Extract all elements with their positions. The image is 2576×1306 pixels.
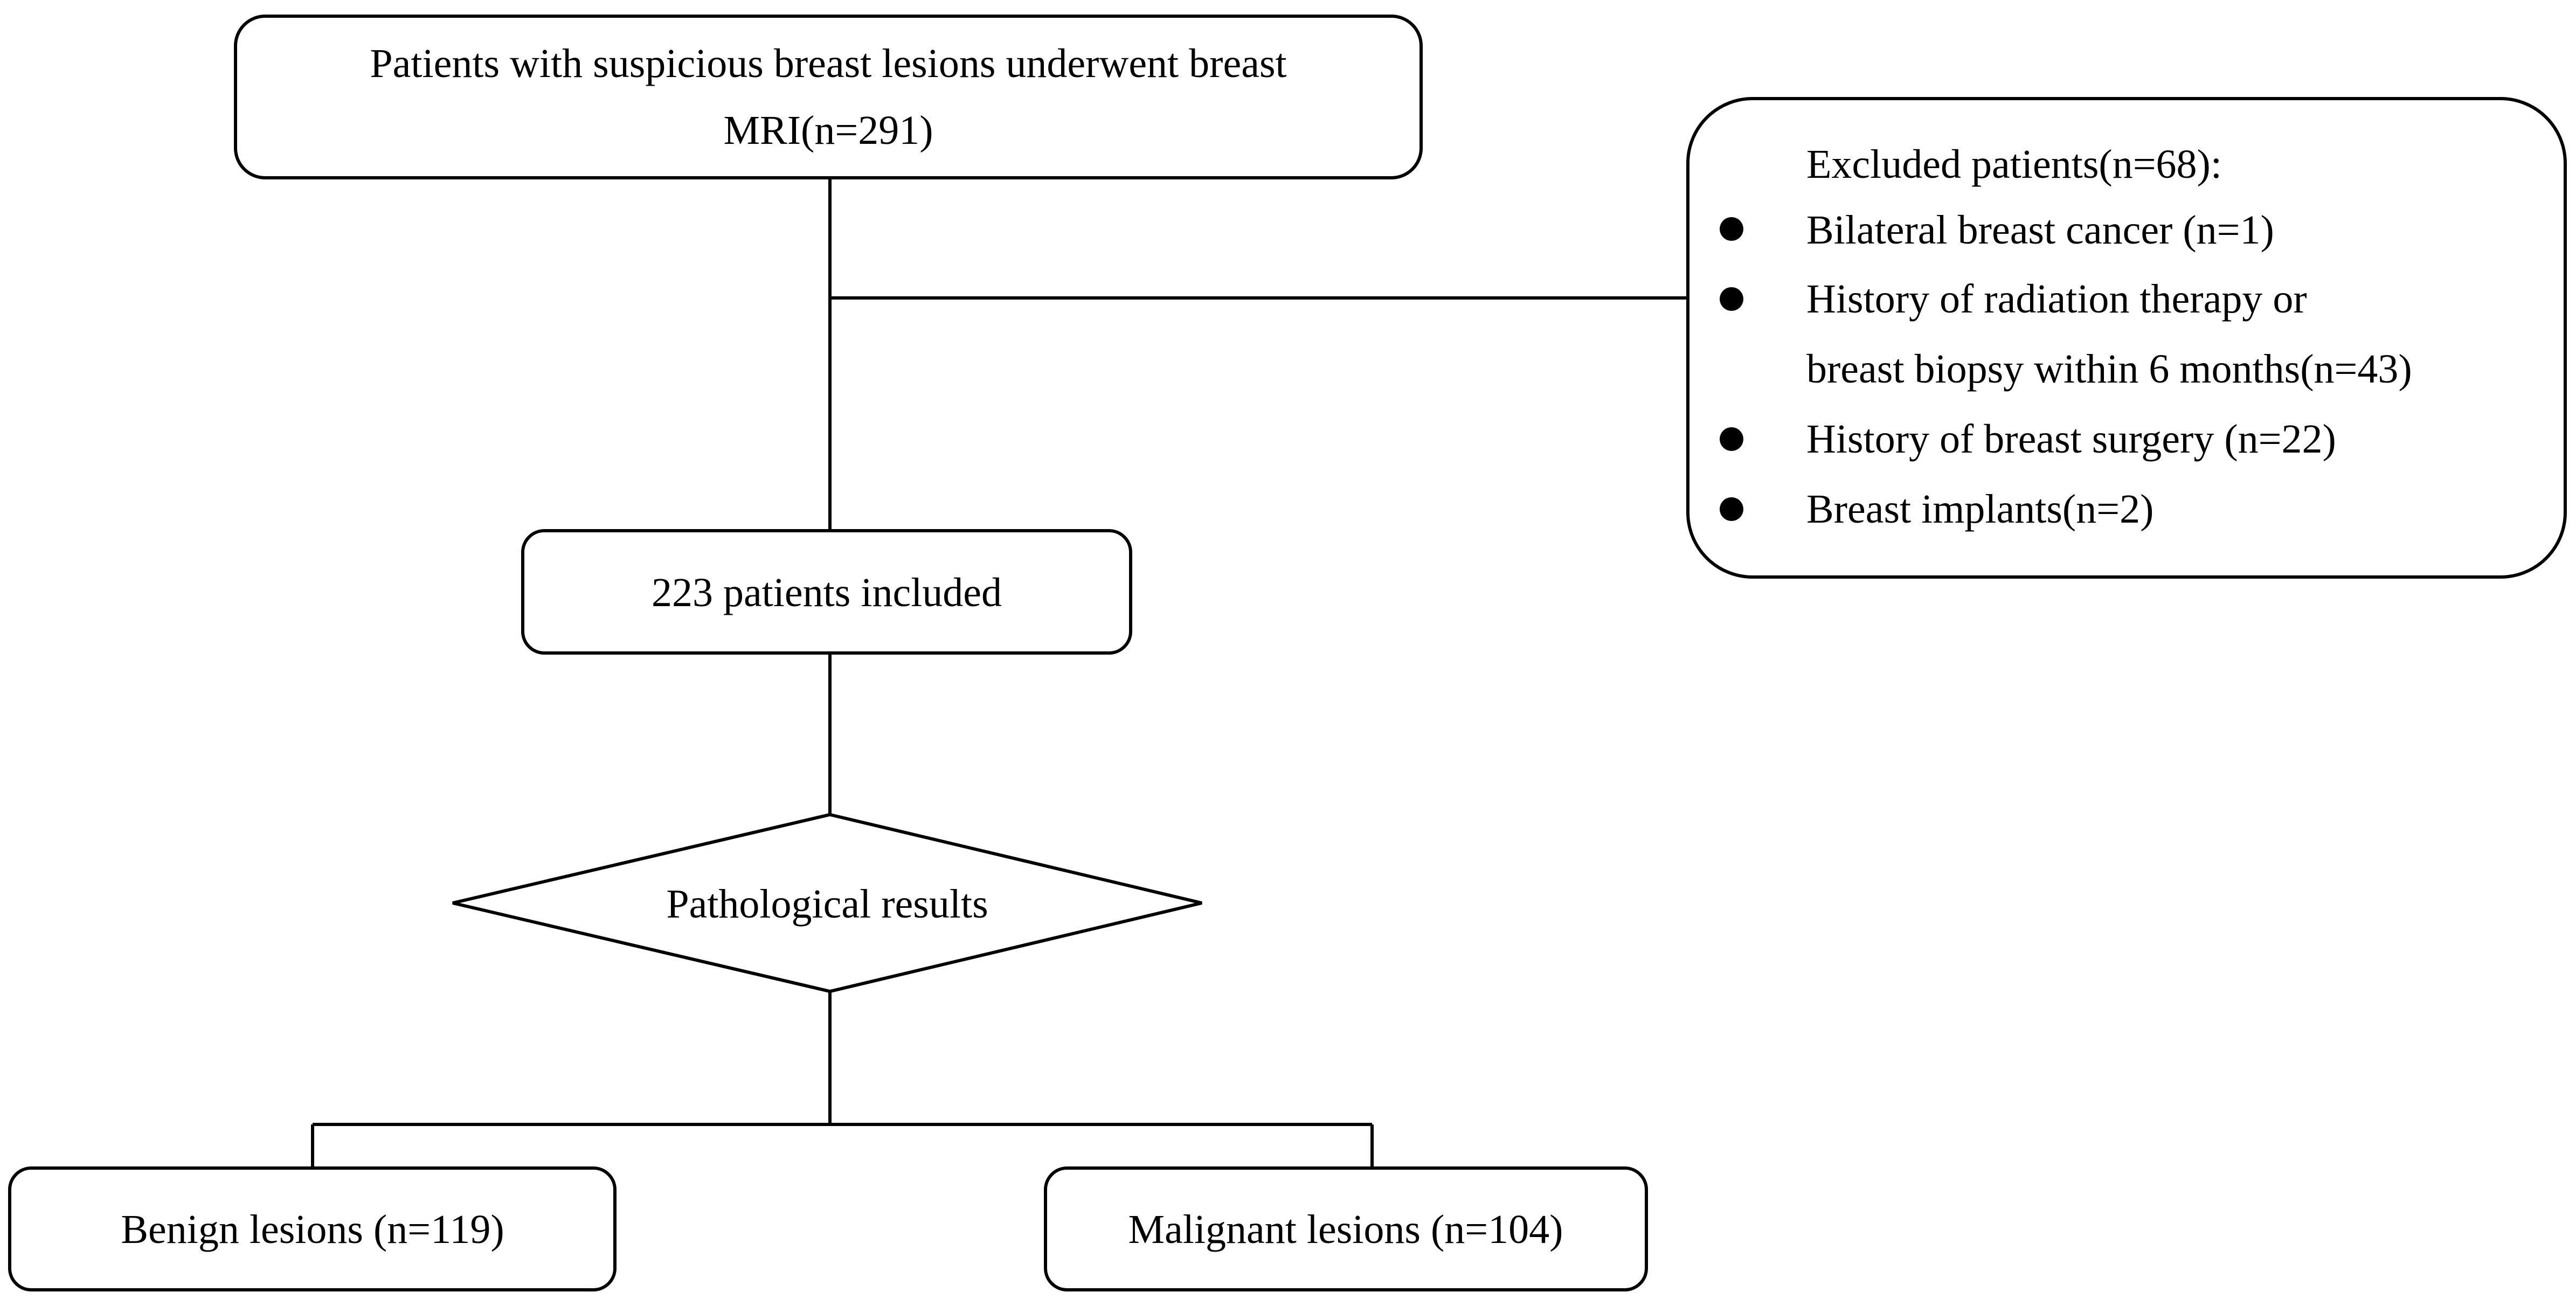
start-label-line1: Patients with suspicious breast lesions … [370, 41, 1286, 86]
excluded-item-2-line2: breast biopsy within 6 months(n=43) [1806, 346, 2412, 392]
decision-node: Pathological results [452, 812, 1202, 994]
decision-label: Pathological results [666, 881, 988, 927]
benign-box [8, 1166, 617, 1291]
included-box [521, 529, 1132, 655]
decision-diamond [452, 812, 1202, 994]
connectors [311, 178, 1688, 1168]
excluded-title: Excluded patients(n=68): [1806, 142, 2222, 187]
bullet-icon [1720, 497, 1743, 521]
excluded-item-1: Bilateral breast cancer (n=1) [1806, 207, 2274, 253]
excluded-node: Excluded patients(n=68): Bilateral breas… [1686, 97, 2567, 579]
malignant-label: Malignant lesions (n=104) [1128, 1207, 1563, 1252]
bullet-icon [1720, 217, 1743, 241]
malignant-box [1044, 1166, 1648, 1291]
start-label-line2: MRI(n=291) [723, 108, 933, 153]
malignant-node: Malignant lesions (n=104) [1044, 1166, 1648, 1291]
excluded-item-2-line1: History of radiation therapy or [1806, 276, 2307, 322]
included-label: 223 patients included [652, 570, 1002, 615]
start-box [234, 15, 1423, 179]
benign-label: Benign lesions (n=119) [121, 1207, 504, 1252]
start-node: Patients with suspicious breast lesions … [234, 15, 1423, 179]
excluded-item-3: History of breast surgery (n=22) [1806, 416, 2336, 462]
bullet-icon [1720, 287, 1743, 311]
benign-node: Benign lesions (n=119) [8, 1166, 617, 1291]
bullet-icon [1720, 427, 1743, 451]
included-node: 223 patients included [521, 529, 1132, 655]
excluded-box [1686, 97, 2567, 579]
excluded-item-4: Breast implants(n=2) [1806, 487, 2153, 532]
